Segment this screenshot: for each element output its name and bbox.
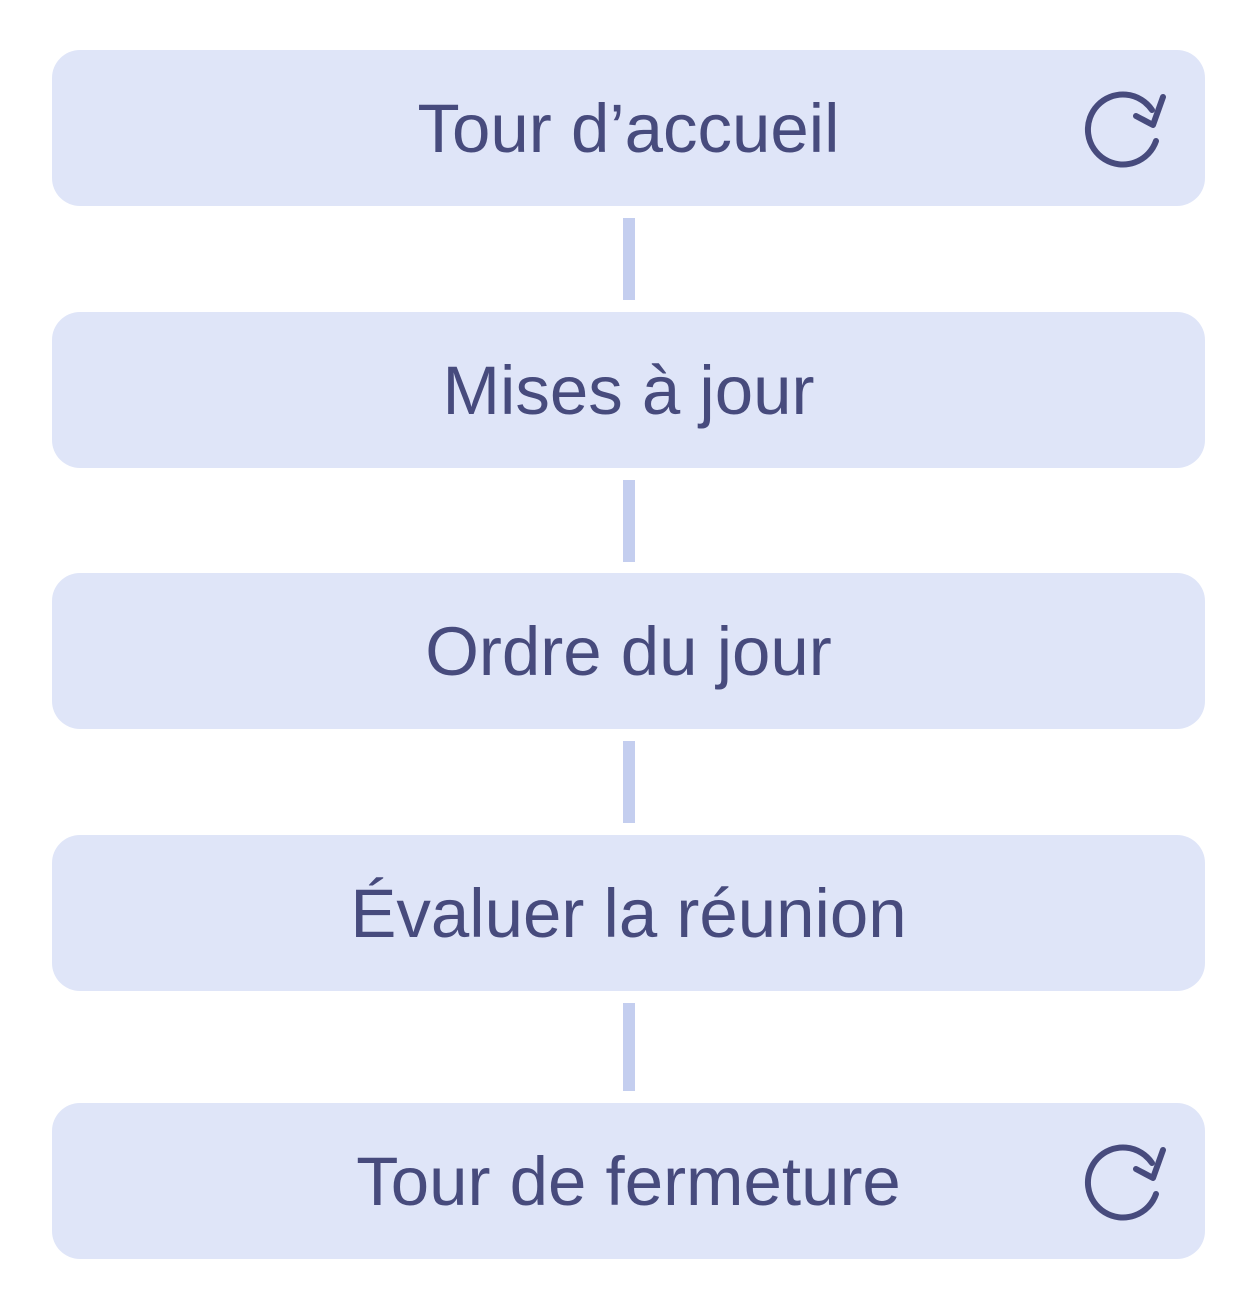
connector-line (623, 480, 635, 562)
step-label: Mises à jour (442, 351, 815, 429)
step-label: Tour d’accueil (417, 89, 840, 167)
step-label: Évaluer la réunion (350, 874, 907, 952)
step-ordre-du-jour: Ordre du jour (52, 573, 1205, 729)
step-label: Ordre du jour (425, 612, 832, 690)
connector-line (623, 1003, 635, 1091)
connector-line (623, 741, 635, 823)
step-evaluer-la-reunion: Évaluer la réunion (52, 835, 1205, 991)
step-tour-accueil: Tour d’accueil (52, 50, 1205, 206)
step-tour-de-fermeture: Tour de fermeture (52, 1103, 1205, 1259)
refresh-icon (1081, 83, 1171, 173)
connector-line (623, 218, 635, 300)
step-mises-a-jour: Mises à jour (52, 312, 1205, 468)
refresh-icon (1081, 1136, 1171, 1226)
step-label: Tour de fermeture (356, 1142, 901, 1220)
